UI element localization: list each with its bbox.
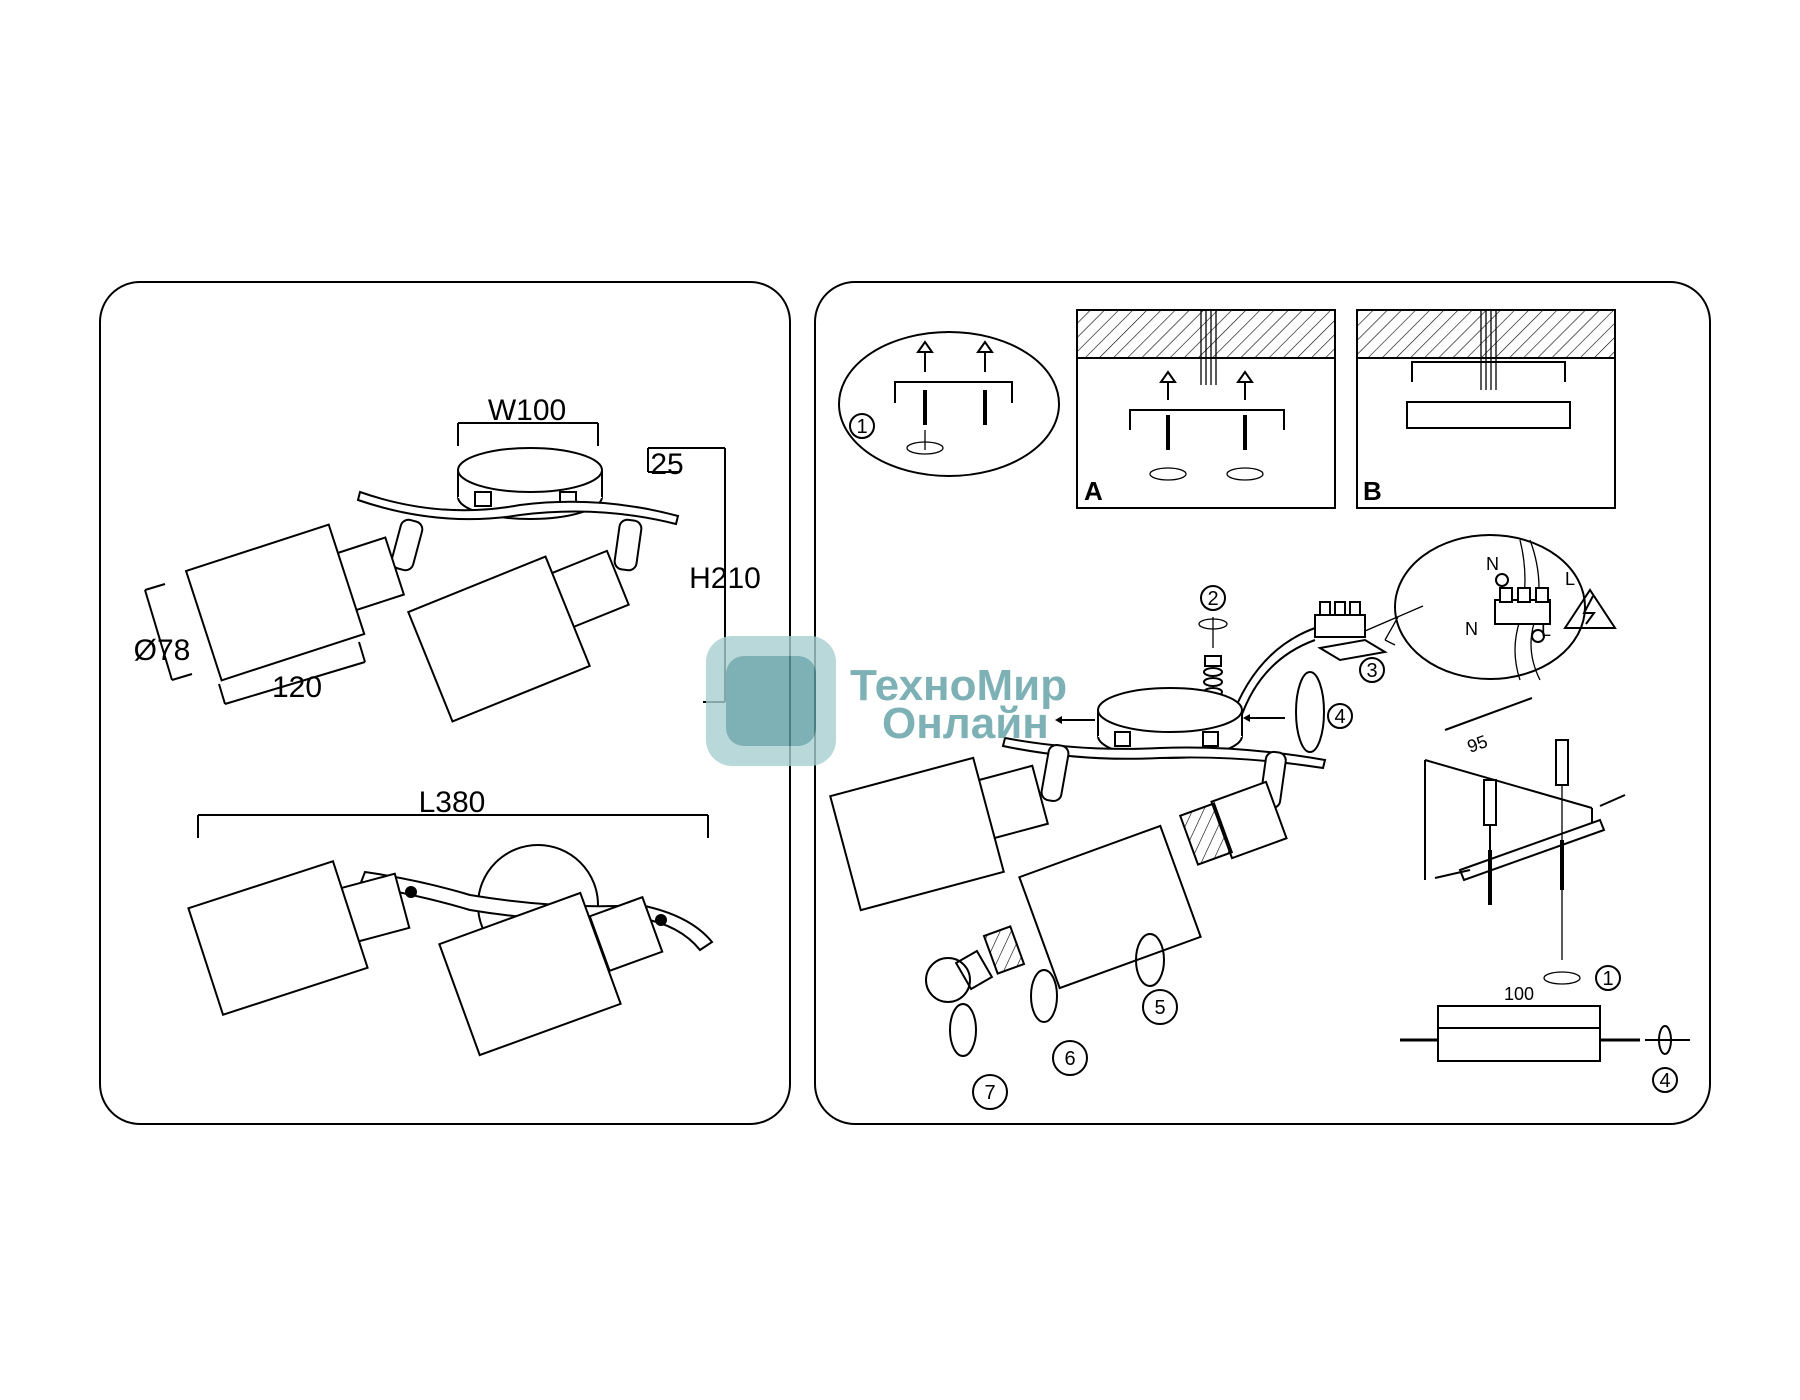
length-dimension: L380 [197, 786, 709, 838]
panel-a: A [1076, 309, 1336, 509]
step-4-label: 4 [1334, 706, 1345, 728]
panel-b-label: B [1363, 476, 1382, 506]
step-3-label: 3 [1366, 660, 1377, 682]
panel-b: B [1356, 309, 1616, 509]
diameter-dimension: Ø78 [134, 583, 193, 681]
fixture-top-view [187, 844, 714, 1057]
anchor-detail: 1 [838, 331, 1060, 477]
height-label: H210 [689, 562, 761, 595]
step-2-label: 2 [1207, 588, 1218, 610]
mount-height-label: 25 [650, 448, 683, 481]
wiring-n-bottom: N [1465, 619, 1478, 639]
watermark: ТехноМир Онлайн [706, 636, 1067, 766]
terminal-block: 3 [1229, 601, 1424, 723]
step-7-label: 7 [984, 1082, 995, 1104]
step-5-label: 5 [1154, 997, 1165, 1019]
length-label: L380 [419, 786, 486, 819]
fixture-front-view [184, 447, 680, 723]
wiring-l-bottom: L [1541, 620, 1551, 640]
mount-height-dimension: 25 [647, 447, 725, 481]
shade-length-label: 120 [272, 671, 322, 704]
step-6-label: 6 [1064, 1048, 1075, 1070]
lamp-assembly-steps: 5 6 7 [925, 925, 1178, 1110]
panel-a-label: A [1084, 476, 1103, 506]
step-4b-label: 4 [1659, 1070, 1670, 1092]
wiring-detail: N L N L [1384, 534, 1617, 681]
step-2-parts: 2 [1198, 585, 1228, 697]
watermark-line1: ТехноМир [850, 661, 1067, 710]
bracket-width-label: 100 [1504, 984, 1534, 1004]
wiring-l-top: L [1565, 569, 1575, 589]
bracket-detail: 95 1 [1424, 697, 1626, 991]
width-label: W100 [488, 394, 566, 427]
step-1-label: 1 [856, 416, 867, 438]
width-dimension: W100 [457, 394, 599, 446]
wiring-n-top: N [1486, 554, 1499, 574]
bracket-spacing-label: 95 [1465, 731, 1491, 757]
watermark-line2: Онлайн [882, 699, 1049, 748]
bracket-plate: 100 4 [1400, 984, 1690, 1093]
fixture-install-view: 4 [829, 671, 1353, 990]
step-1b-label: 1 [1602, 968, 1613, 990]
shade-length-dimension: 120 [218, 641, 366, 705]
diameter-label: Ø78 [134, 634, 191, 667]
